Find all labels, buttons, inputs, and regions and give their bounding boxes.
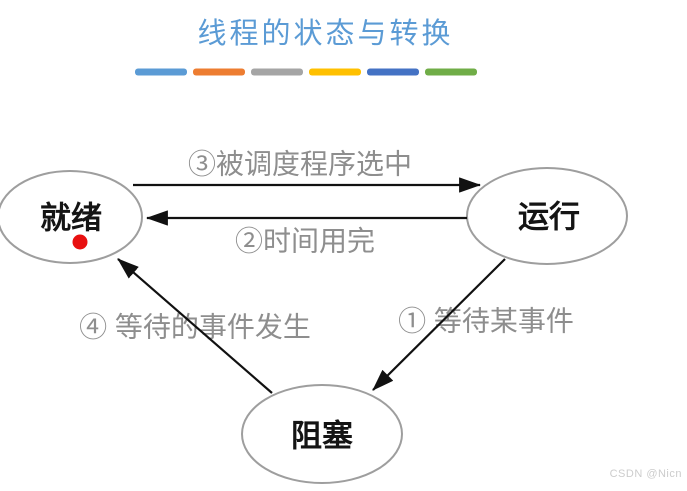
state-node-running: 运行 (466, 167, 628, 265)
arrow-running-to-blocked (372, 258, 506, 391)
watermark: CSDN @Nicn (609, 468, 682, 480)
state-node-blocked-ellipse (241, 384, 403, 484)
title-underline (135, 68, 477, 76)
state-node-running-label: 运行 (518, 200, 580, 235)
state-node-running-ellipse (466, 167, 628, 265)
underline-dash-5 (367, 68, 419, 76)
underline-dash-4 (309, 68, 361, 76)
underline-dash-6 (425, 68, 477, 76)
edge-label-scheduled: ③被调度程序选中 (188, 149, 412, 180)
current-state-dot (72, 234, 88, 250)
state-node-ready-label: 就绪 (40, 201, 102, 236)
edge-label-wait-event: ① 等待某事件 (398, 306, 574, 337)
underline-dash-2 (193, 68, 245, 76)
arrow-blocked-to-ready (117, 258, 273, 394)
edge-label-time-up: ②时间用完 (235, 226, 375, 257)
underline-dash-1 (135, 68, 187, 76)
state-node-blocked-label: 阻塞 (291, 419, 353, 454)
state-node-blocked: 阻塞 (241, 384, 403, 484)
underline-dash-3 (251, 68, 303, 76)
state-node-ready-ellipse (0, 170, 143, 264)
page-title: 线程的状态与转换 (197, 16, 454, 50)
state-node-ready: 就绪 (0, 170, 143, 264)
